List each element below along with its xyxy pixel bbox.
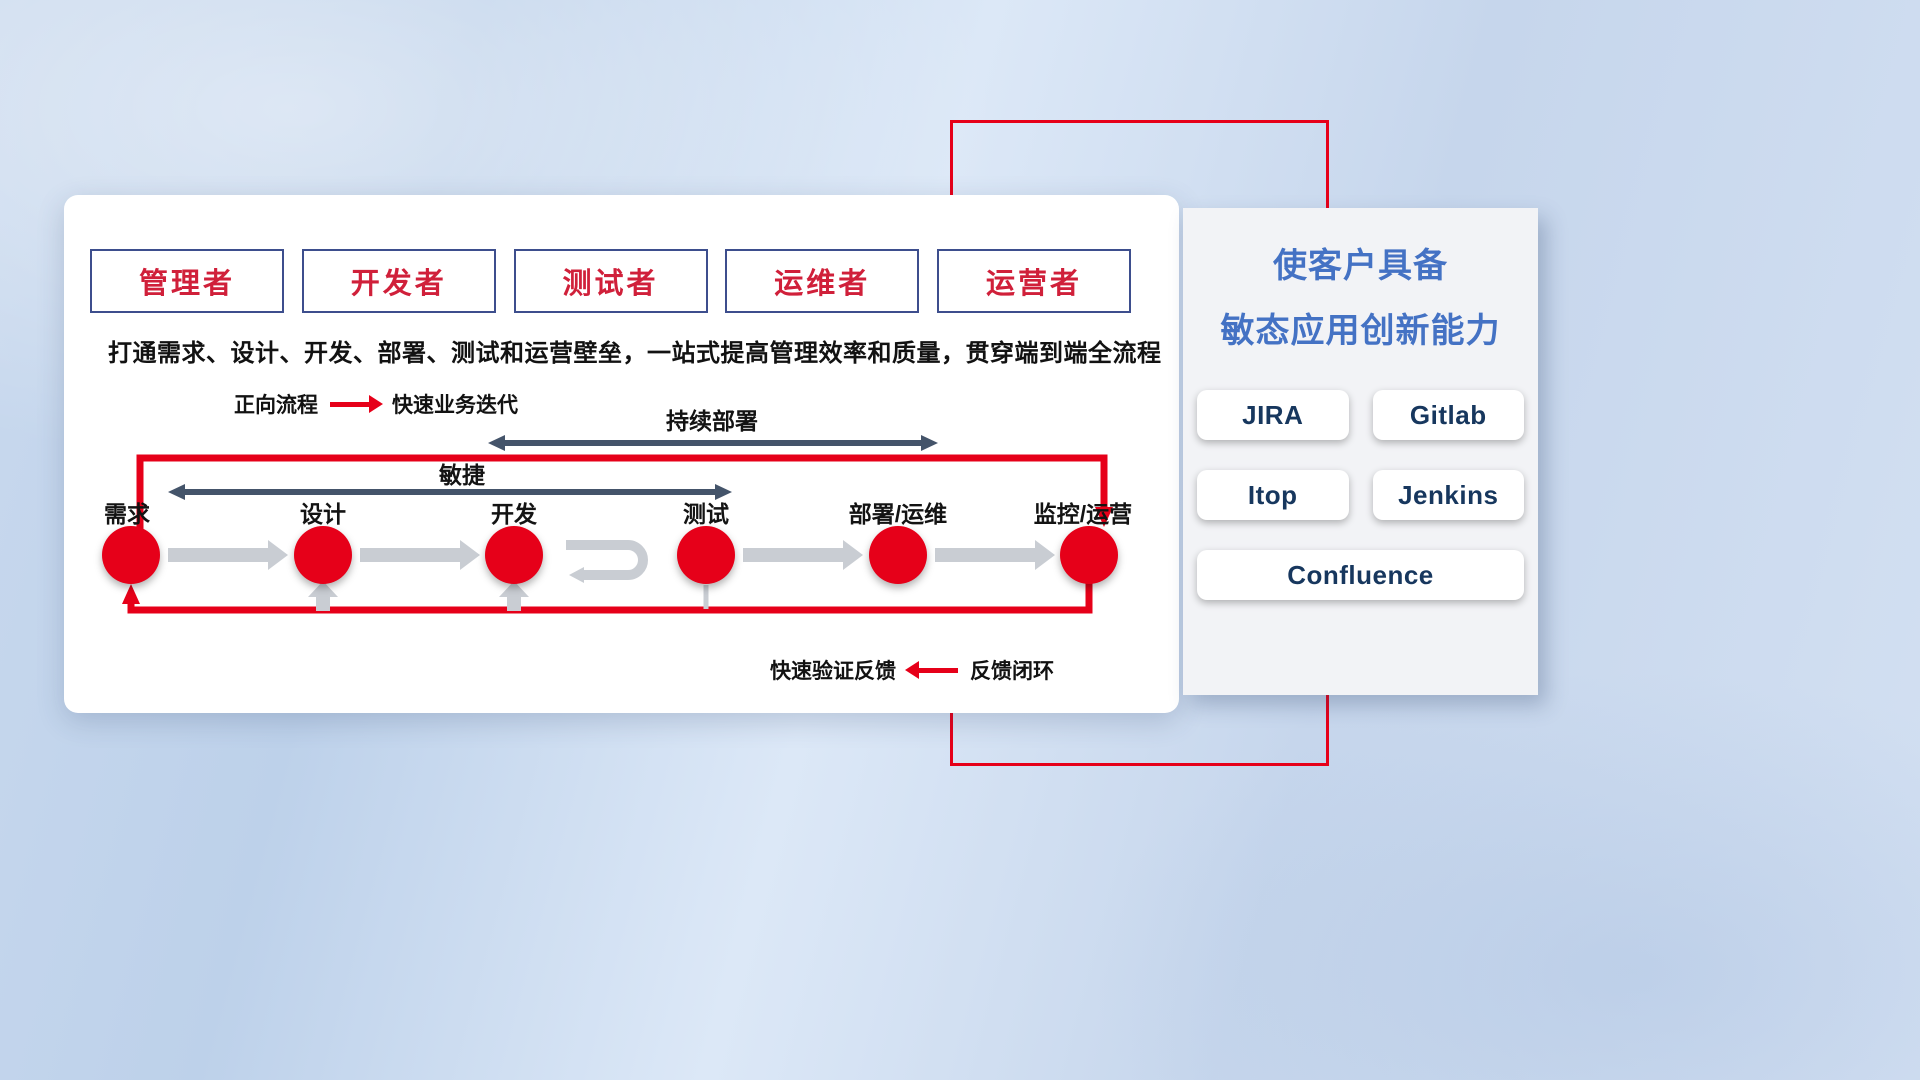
side-panel-title: 使客户具备 敏态应用创新能力 [1183,238,1538,352]
persona-box-developer: 开发者 [301,249,496,313]
capability-side-panel: 使客户具备 敏态应用创新能力 JIRA Gitlab Itop Jenkins … [1183,208,1538,695]
step-node-testing [677,526,735,584]
legend-forward-label: 正向流程 [234,394,318,417]
persona-row: 管理者 开发者 测试者 运维者 运营者 [90,249,1131,313]
step-node-deploy-ops [869,526,927,584]
feedback-up-arrow-icon [499,581,529,611]
step-arrow-icon [743,540,863,570]
legend-forward-desc: 快速业务迭代 [392,394,518,417]
step-label-monitor-operation: 监控/运营 [1034,501,1132,527]
feedback-flow-line [122,580,1093,614]
red-left-arrow-icon [918,667,958,673]
iteration-loop-icon [566,540,648,583]
persona-box-operation: 运营者 [937,249,1131,313]
step-arrow-icon [360,540,480,570]
step-arrow-icon [168,540,288,570]
legend-feedback-desc: 快速验证反馈 [770,660,896,683]
tool-badge-confluence: Confluence [1197,550,1524,600]
continuous-deployment-label: 持续部署 [666,408,758,434]
tool-badge-itop: Itop [1197,470,1349,520]
step-label-testing: 测试 [683,501,729,527]
red-right-arrow-icon [330,401,370,407]
legend-feedback-loop: 快速验证反馈 反馈闭环 [770,655,1054,685]
side-panel-title-line1: 使客户具备 [1273,247,1448,285]
pipeline-subtitle: 打通需求、设计、开发、部署、测试和运营壁垒，一站式提高管理效率和质量，贯穿端到端… [108,340,1162,367]
persona-box-ops: 运维者 [725,249,920,313]
tool-badge-grid: JIRA Gitlab Itop Jenkins Confluence [1197,390,1524,600]
tool-badge-jira: JIRA [1197,390,1349,440]
step-label-development: 开发 [491,501,537,527]
step-label-deploy-ops: 部署/运维 [849,501,947,527]
tool-badge-jenkins: Jenkins [1372,470,1524,520]
persona-box-tester: 测试者 [513,249,708,313]
side-panel-title-line2: 敏态应用创新能力 [1220,312,1501,350]
step-node-development [485,526,543,584]
step-arrow-icon [935,540,1055,570]
devops-pipeline-panel: 管理者 开发者 测试者 运维者 运营者 打通需求、设计、开发、部署、测试和运营壁… [64,195,1179,713]
legend-forward-flow: 正向流程 快速业务迭代 [234,389,518,419]
legend-feedback-label: 反馈闭环 [970,660,1054,683]
step-node-design [294,526,352,584]
tool-badge-gitlab: Gitlab [1372,390,1524,440]
step-label-requirements: 需求 [104,501,150,527]
persona-box-manager: 管理者 [90,249,284,313]
feedback-up-arrow-icon [308,581,338,611]
step-node-requirements [102,526,160,584]
step-label-design: 设计 [300,501,346,527]
forward-flow-line [136,454,1113,545]
agile-label: 敏捷 [438,462,486,488]
step-node-monitor-operation [1060,526,1118,584]
